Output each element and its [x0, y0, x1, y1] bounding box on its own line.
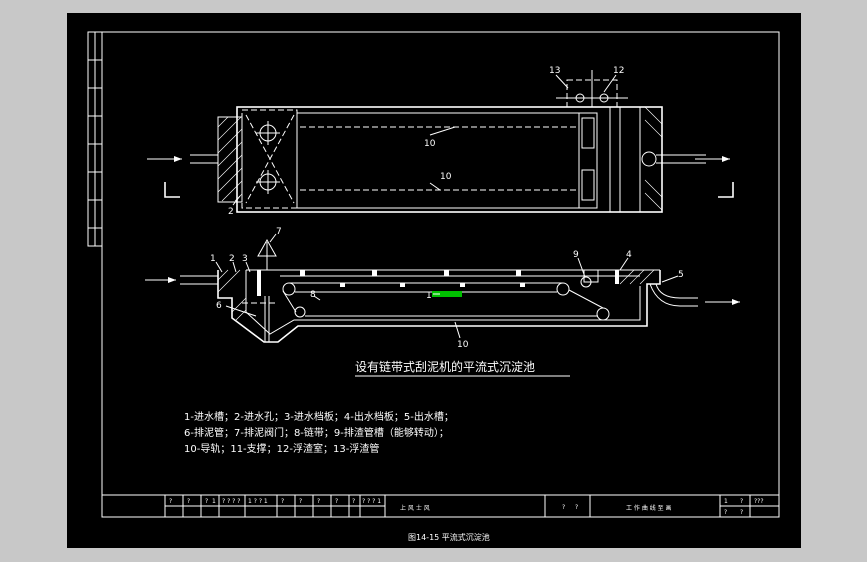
title-mid-cell-1: ?: [562, 504, 565, 511]
plan-tank-outline: [236, 106, 663, 213]
title-mid-cell-2: ?: [575, 504, 578, 511]
corner-cell-5: ?: [740, 509, 743, 516]
corner-cell-1: 1: [724, 498, 728, 505]
plan-label-13: 13: [549, 66, 560, 76]
section-label-6: 6: [216, 301, 222, 311]
plan-inlet-hatch: [217, 116, 243, 202]
title-block-center-text: 上 风 士 风: [400, 504, 430, 512]
title-cell-2: ?: [187, 498, 190, 505]
plan-label-12: 12: [613, 66, 624, 76]
title-cell-5: ? ? ? ?: [222, 498, 240, 505]
section-label-2: 2: [229, 254, 235, 264]
plan-outlet-pipe: [641, 151, 657, 167]
left-margin-strip: [87, 31, 103, 247]
title-cell-11: ?: [352, 498, 355, 505]
plan-scraper-carriage: [578, 112, 598, 209]
section-label-3: 3: [242, 254, 248, 264]
section-sludge-valve: [257, 238, 277, 257]
section-label-4: 4: [626, 250, 632, 260]
title-cell-12: ? ? ? 1: [362, 498, 381, 505]
title-cell-6: 1 ? ? 1: [248, 498, 268, 505]
section-scrapers: [300, 270, 525, 287]
corner-cell-3: ???: [754, 498, 764, 505]
title-cell-1: ?: [169, 498, 172, 505]
section-outlet-pipe: [649, 283, 698, 307]
title-cell-3: ?: [205, 498, 208, 505]
section-label-8: 8: [310, 290, 316, 300]
plan-label-10-bottom: 10: [440, 172, 452, 182]
section-chain-belt: [282, 282, 610, 321]
plan-label-2: 2: [228, 207, 234, 217]
plan-outlet-hatch: [644, 106, 663, 211]
title-cell-7: ?: [281, 498, 284, 505]
section-label-5: 5: [678, 270, 684, 280]
section-label-9: 9: [573, 250, 579, 260]
section-support-highlight: [432, 291, 462, 297]
drawing-title: 设有链带式刮泥机的平流式沉淀池: [355, 359, 535, 374]
title-cell-8: ?: [299, 498, 302, 505]
plan-inlet-zone: [241, 109, 298, 209]
legend-line-3: 10-导轨；11-支撑；12-浮渣室；13-浮渣管: [184, 442, 379, 455]
legend-line-1: 1-进水槽；2-进水孔；3-进水档板；4-出水档板；5-出水槽；: [184, 410, 454, 423]
section-label-1: 1: [210, 254, 216, 264]
corner-cell-4: ?: [724, 509, 727, 516]
section-label-7: 7: [276, 227, 282, 237]
section-inlet-baffle: [257, 270, 261, 296]
section-mark-right: [718, 182, 734, 198]
section-tank-outline: [217, 270, 661, 343]
title-cell-10: ?: [335, 498, 338, 505]
plan-view: 13 12 10 10 2: [147, 66, 734, 217]
title-block-right-text: 工 作 曲 线 至 画: [626, 504, 672, 512]
section-label-10: 10: [457, 340, 469, 350]
plan-inlet-holes: [245, 114, 295, 204]
section-view: 7 1 2 3 6 8 1 9 4 5 10: [145, 227, 740, 350]
corner-cell-2: ?: [740, 498, 743, 505]
sheet-background: [67, 13, 801, 548]
plan-label-10-top: 10: [424, 139, 436, 149]
section-outlet-baffle: [615, 270, 619, 284]
section-label-support: 1: [426, 291, 432, 301]
title-cell-4: 1: [212, 498, 216, 505]
title-block: ? ? ? 1 ? ? ? ? 1 ? ? 1 ? ? ? ? ? ? ? ? …: [102, 494, 779, 517]
drawing-border: [101, 31, 780, 518]
section-wall-hatch: [217, 269, 655, 321]
figure-caption: 图14-15 平流式沉淀池: [408, 532, 490, 542]
section-mark-left: [164, 182, 180, 198]
title-cell-9: ?: [317, 498, 320, 505]
legend-line-2: 6-排泥管；7-排泥阀门；8-链带；9-排渣管槽（能够转动）；: [184, 426, 449, 439]
